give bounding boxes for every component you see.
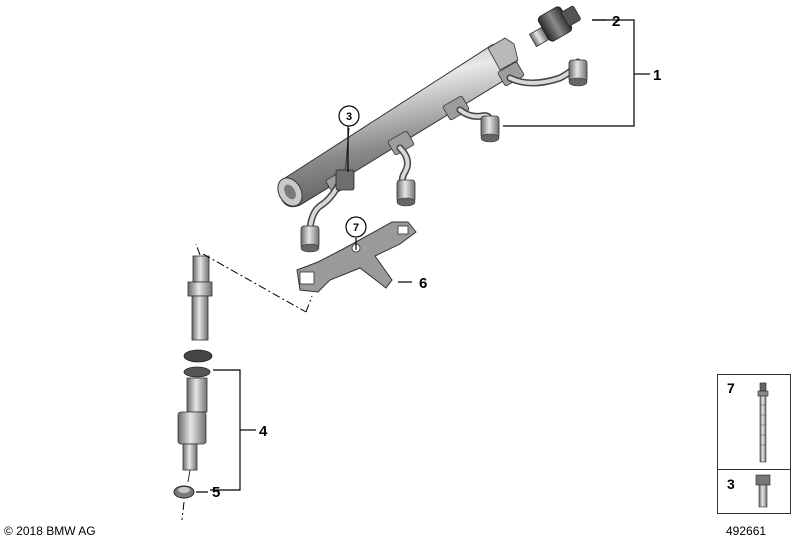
callout-2: 2 (612, 13, 620, 30)
parts-inset: 7 3 (717, 374, 791, 514)
bracket (296, 221, 417, 293)
long-bolt-icon (757, 382, 769, 463)
document-number: 492661 (726, 524, 767, 538)
leader-lines (196, 19, 650, 493)
seal-ring (173, 485, 195, 499)
inset-label-3: 3 (727, 476, 735, 492)
inset-divider (718, 469, 790, 470)
callout-6: 6 (419, 275, 427, 292)
callout-7-circle (345, 216, 367, 238)
callout-7: 7 (353, 222, 359, 234)
callout-1: 1 (653, 67, 661, 84)
callout-4: 4 (259, 423, 268, 440)
callout-3: 3 (346, 111, 352, 123)
injector (177, 255, 213, 483)
pressure-sensor (528, 5, 581, 48)
union-nuts (300, 59, 588, 253)
centerlines (181, 243, 313, 521)
callout-5: 5 (212, 484, 220, 501)
callout-3-circle (338, 105, 360, 127)
short-bolt-icon (755, 474, 771, 508)
copyright-notice: © 2018 BMW AG (4, 524, 96, 538)
inset-parts-drawing (755, 382, 771, 508)
inset-label-7: 7 (727, 380, 735, 396)
